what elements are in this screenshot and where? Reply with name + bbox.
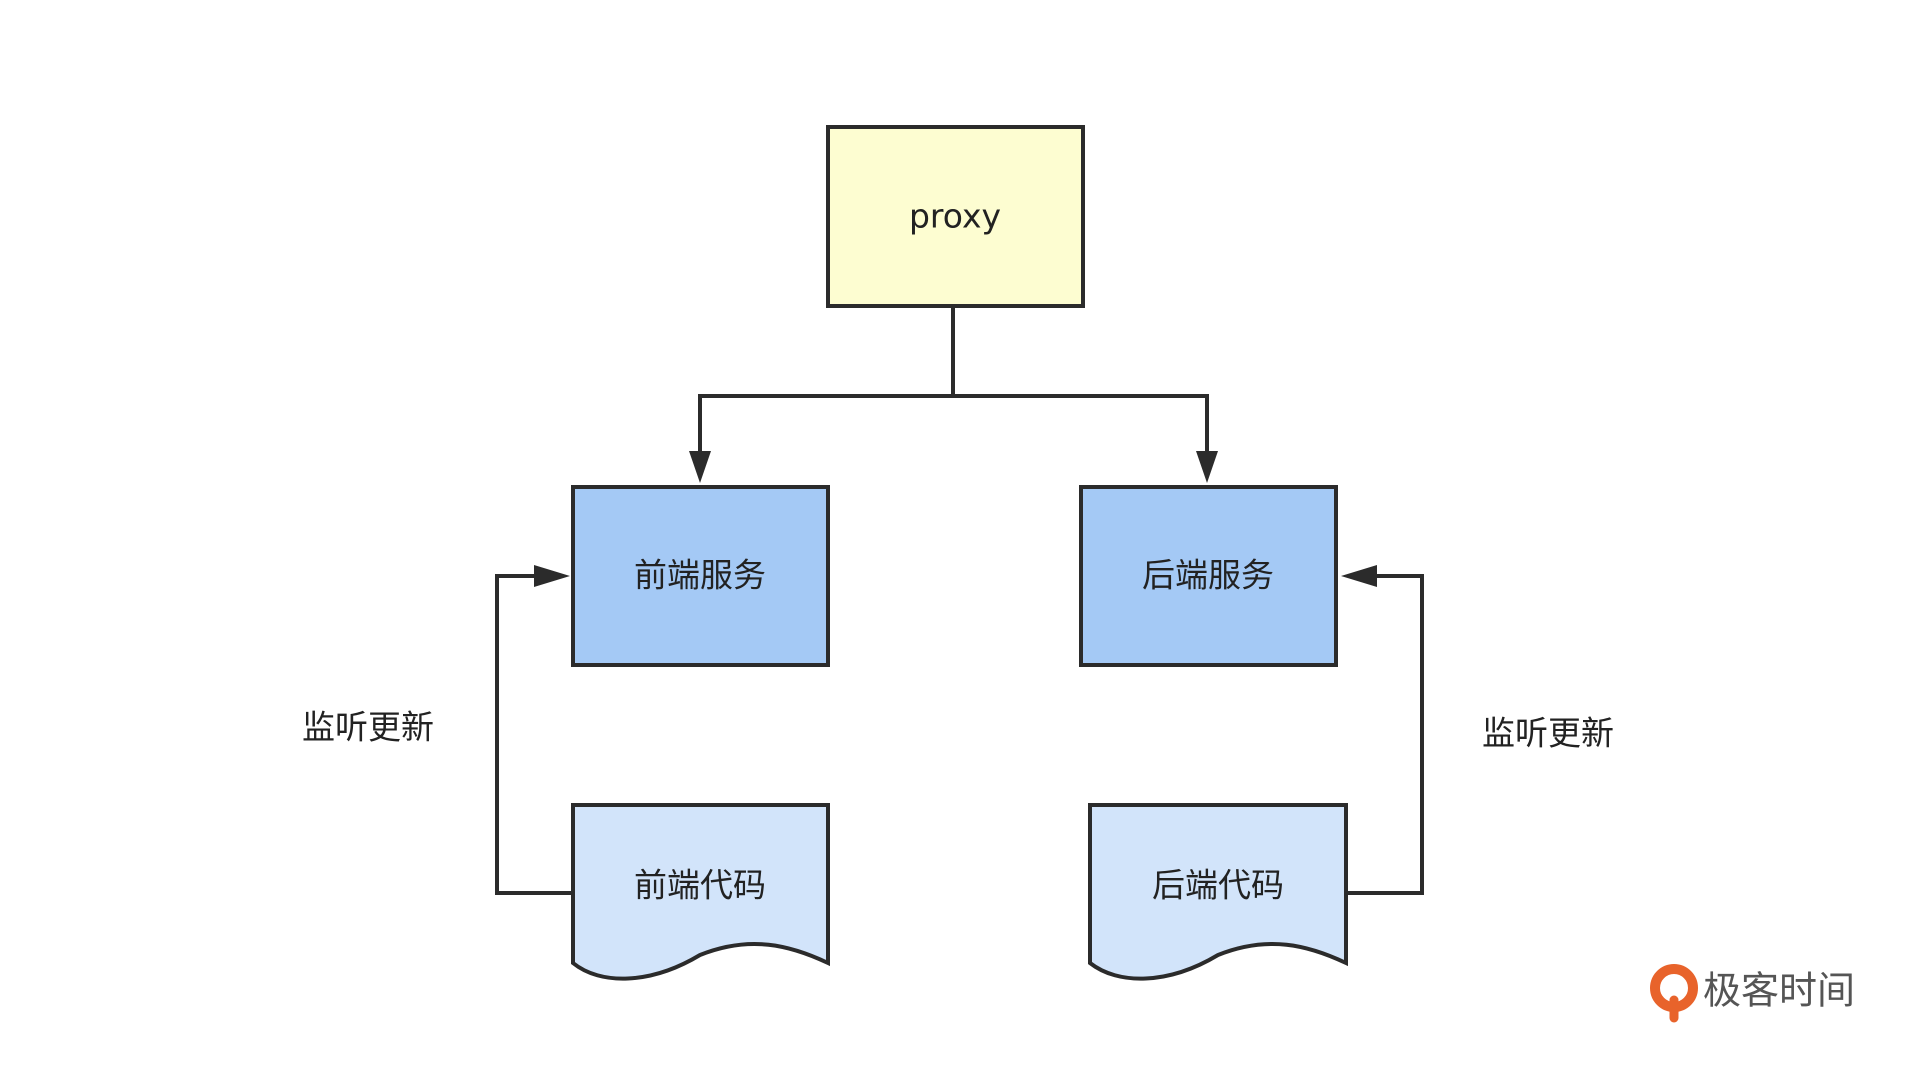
- frontend-service-node: 前端服务: [571, 485, 830, 667]
- frontend-service-label: 前端服务: [634, 556, 766, 595]
- edge-backend-code-to-service: [1347, 574, 1424, 895]
- frontend-code-node: 前端代码: [571, 803, 830, 981]
- arrowhead-backend-service: [1196, 451, 1218, 483]
- backend-service-node: 后端服务: [1079, 485, 1338, 667]
- arrowhead-frontend-service: [689, 451, 711, 483]
- backend-code-node: 后端代码: [1088, 803, 1348, 981]
- edge-proxy-to-backend-service: [953, 394, 1209, 462]
- backend-code-label: 后端代码: [1152, 866, 1284, 905]
- backend-service-label: 后端服务: [1142, 556, 1274, 595]
- brand-logo: 极客时间: [1650, 964, 1855, 1023]
- arrowhead-backend-watch: [1341, 565, 1377, 587]
- arrowhead-frontend-watch: [534, 565, 570, 587]
- backend-code-document: [1088, 803, 1348, 981]
- proxy-box: [826, 125, 1085, 308]
- frontend-service-box: [571, 485, 830, 667]
- frontend-code-document: [571, 803, 830, 981]
- brand-mark-icon: [1650, 964, 1698, 1023]
- edge-label-watch-right: 监听更新: [1482, 714, 1614, 753]
- frontend-code-label: 前端代码: [634, 866, 766, 905]
- edge-label-watch-left: 监听更新: [302, 708, 434, 747]
- proxy-node: proxy: [826, 125, 1085, 308]
- proxy-label: proxy: [909, 197, 1001, 236]
- edge-proxy-to-frontend-service: [698, 394, 953, 462]
- edge-frontend-code-to-service: [495, 574, 573, 895]
- brand-logo-text: 极客时间: [1703, 969, 1855, 1013]
- backend-service-box: [1079, 485, 1338, 667]
